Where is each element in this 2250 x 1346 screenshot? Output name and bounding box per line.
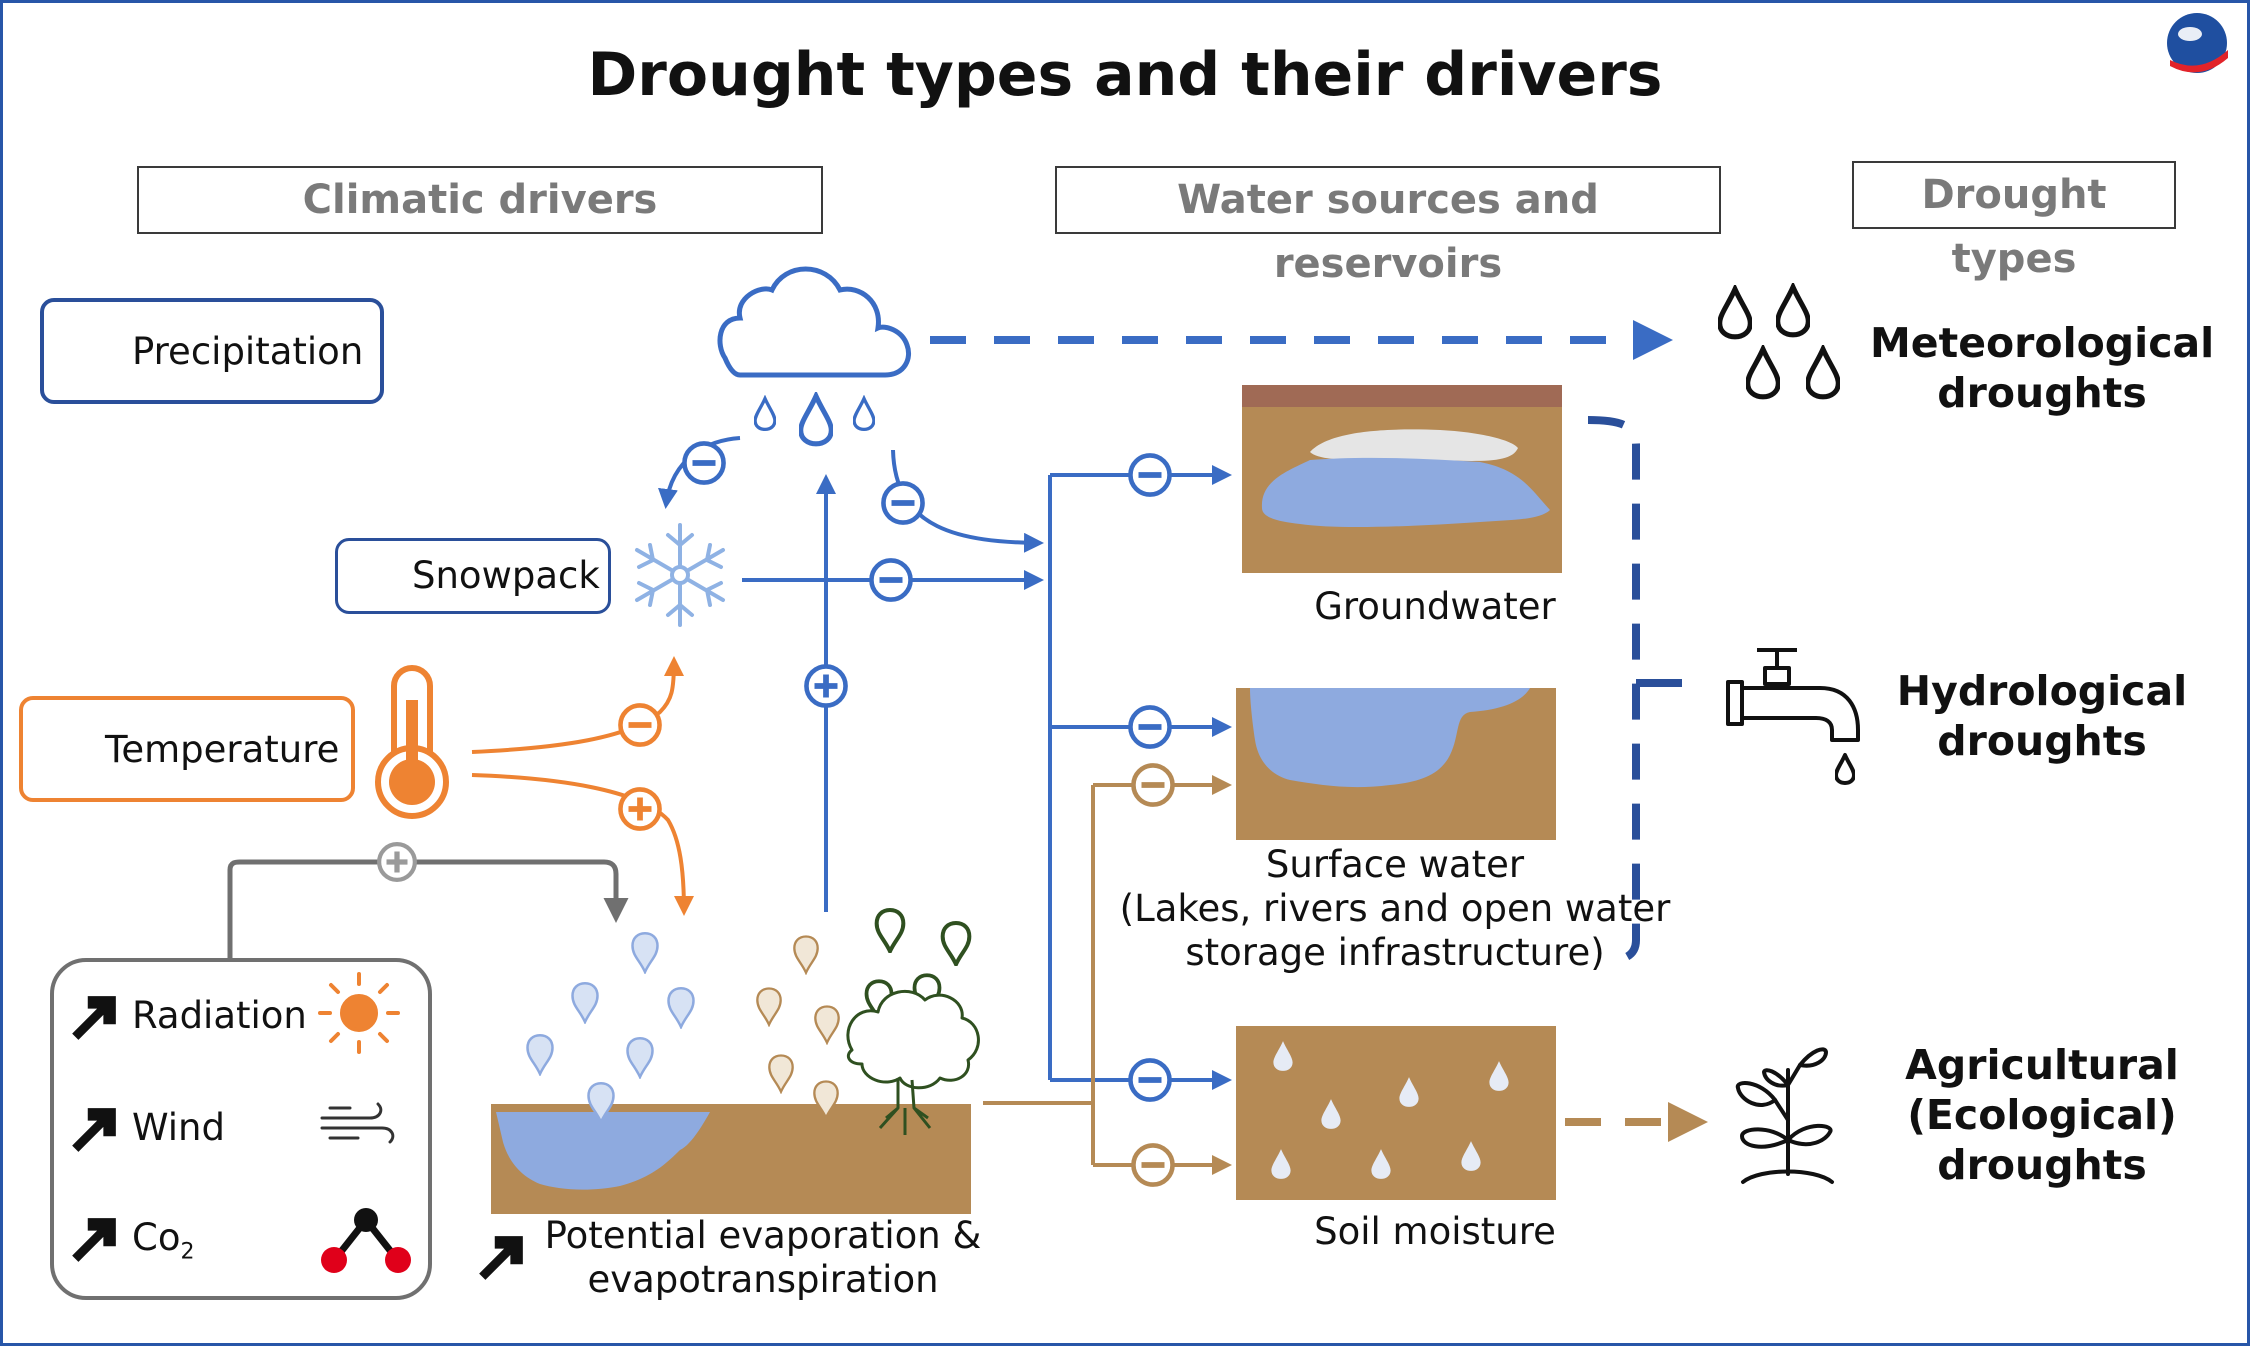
plus-marker	[620, 789, 659, 828]
evaporation-label: Potential evaporation & evapotranspirati…	[533, 1214, 993, 1302]
header-drought-types: Drought types	[1852, 161, 2176, 282]
transpiration-drops	[756, 935, 840, 1119]
soil-moisture-label: Soil moisture	[1314, 1210, 1556, 1253]
minus-marker	[684, 443, 723, 482]
temperature-label: Temperature	[105, 728, 340, 771]
hydrological-dashed-connector	[1587, 416, 1640, 964]
cloud-to-reservoir-arrow	[891, 449, 1044, 553]
meteorological-line2: droughts	[1937, 369, 2147, 417]
groundwater-label: Groundwater	[1314, 585, 1556, 628]
minus-marker	[620, 705, 659, 744]
other-drivers-arrow	[227, 859, 629, 958]
evaporation-label-line1: Potential evaporation &	[544, 1214, 982, 1257]
logo-icon	[2167, 13, 2228, 73]
molecule-icon	[321, 1208, 411, 1273]
minus-marker	[1133, 765, 1172, 804]
tap-icon	[1726, 648, 1860, 783]
co2-text: Co	[132, 1216, 181, 1259]
evaporation-label-line2: evapotranspiration	[587, 1258, 939, 1301]
minus-marker	[1130, 1060, 1169, 1099]
groundwater-panel	[1242, 385, 1562, 573]
surface-water-label-line3: storage infrastructure)	[1185, 931, 1605, 974]
page-title: Drought types and their drivers	[587, 40, 1663, 110]
cloud-rain-icon	[717, 266, 911, 444]
evaporation-ground-panel	[491, 1104, 971, 1214]
surface-water-label-line1: Surface water	[1265, 843, 1525, 886]
agricultural-drought-label: Agricultural (Ecological) droughts	[1870, 1040, 2214, 1190]
temperature-box: Temperature	[19, 696, 355, 802]
evaporation-outflow-bus	[983, 775, 1232, 1175]
minus-marker	[1130, 455, 1169, 494]
other-drivers-box	[50, 958, 432, 1300]
header-climatic-drivers: Climatic drivers	[137, 166, 823, 234]
hydrological-line1: Hydrological	[1896, 667, 2188, 715]
precipitation-label: Precipitation	[132, 330, 364, 373]
snowpack-box: Snowpack	[335, 538, 611, 614]
trend-up-arrow-icon	[479, 1236, 523, 1280]
plus-marker	[806, 666, 845, 705]
agricultural-line1: Agricultural	[1905, 1041, 2179, 1089]
minus-marker	[883, 483, 922, 522]
meteorological-line1: Meteorological	[1870, 319, 2215, 367]
agricultural-line3: droughts	[1937, 1141, 2147, 1189]
meteorological-drought-label: Meteorological droughts	[1870, 318, 2214, 418]
minus-marker	[1130, 707, 1169, 746]
minus-marker	[1133, 1145, 1172, 1184]
wind-label: Wind	[132, 1106, 225, 1149]
wind-icon	[320, 1102, 395, 1144]
tree-icon	[846, 990, 980, 1135]
drops-icon	[1720, 287, 1839, 397]
surface-water-label: Surface water (Lakes, rivers and open wa…	[1115, 843, 1675, 975]
evaporation-drops	[526, 931, 695, 1124]
precipitation-box: Precipitation	[40, 298, 384, 404]
snowflake-icon	[635, 523, 725, 627]
surface-water-panel	[1236, 688, 1556, 840]
sun-icon	[318, 972, 400, 1054]
co2-subscript: 2	[180, 1239, 195, 1265]
snowpack-label: Snowpack	[412, 554, 600, 597]
agricultural-line2: (Ecological)	[1907, 1091, 2177, 1139]
sprout-icon	[1735, 1047, 1834, 1184]
header-water-sources: Water sources and reservoirs	[1055, 166, 1721, 287]
plus-marker	[379, 844, 415, 880]
minus-marker	[871, 560, 910, 599]
hydrological-drought-label: Hydrological droughts	[1870, 666, 2214, 766]
thermometer-icon	[375, 665, 449, 819]
soil-moisture-panel	[1236, 1026, 1556, 1200]
radiation-label: Radiation	[132, 994, 307, 1037]
surface-water-label-line2: (Lakes, rivers and open water	[1119, 887, 1671, 930]
co2-label: Co2	[132, 1216, 194, 1264]
hydrological-line2: droughts	[1937, 717, 2147, 765]
